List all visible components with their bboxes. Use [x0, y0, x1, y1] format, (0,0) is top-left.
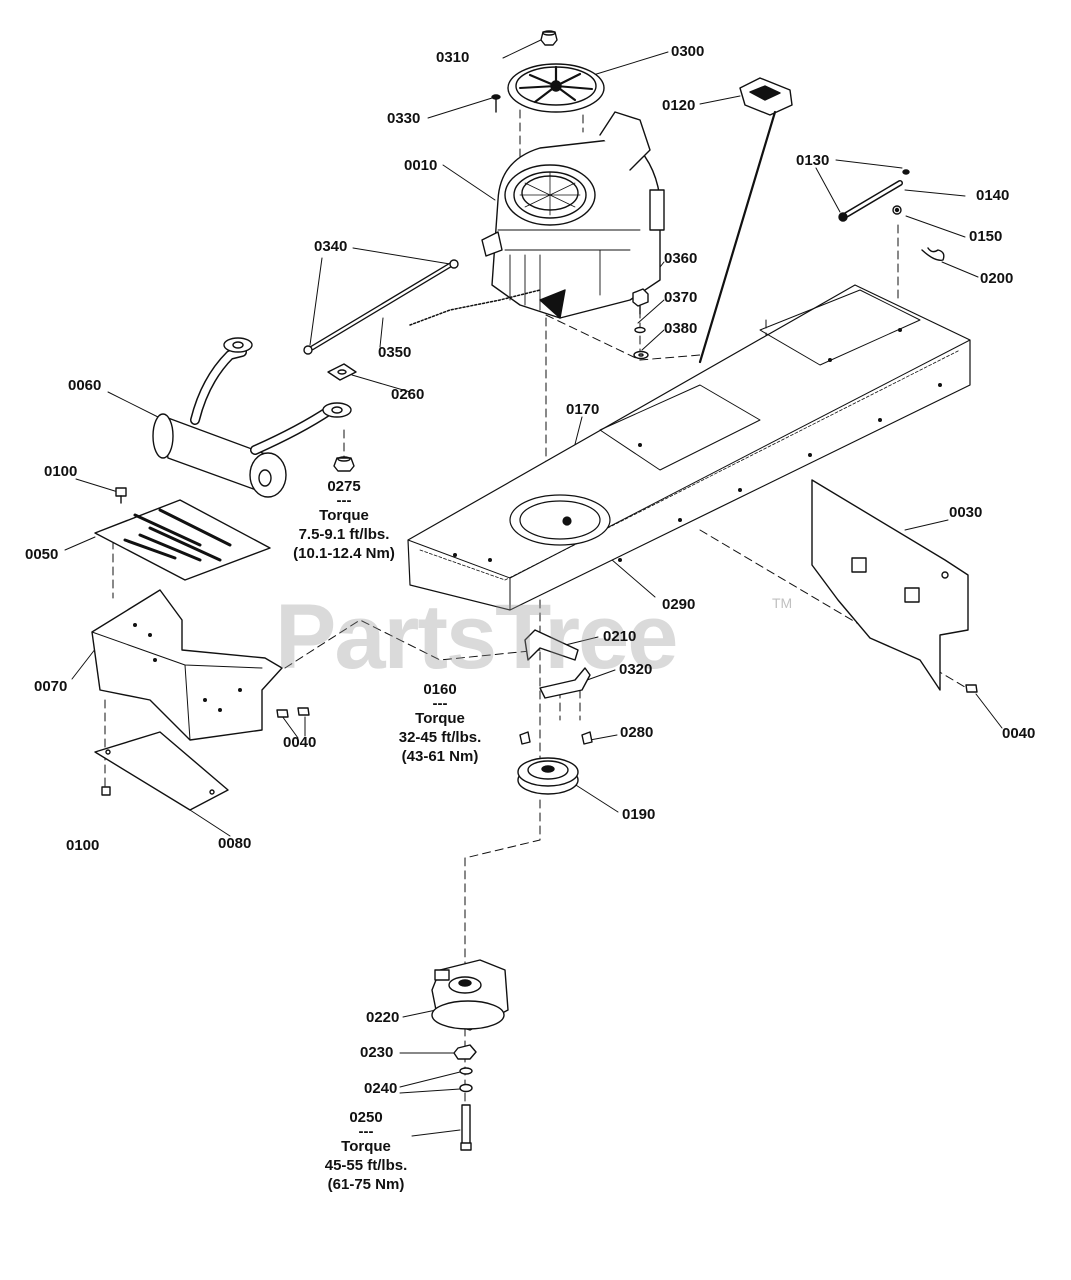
- callout-0170: 0170: [566, 401, 600, 418]
- callout-0380: 0380: [664, 320, 698, 337]
- callout-0320: 0320: [619, 661, 653, 678]
- part-0190-pulley: [517, 757, 579, 795]
- callout-0340: 0340: [314, 238, 348, 255]
- part-0370-washer: [634, 326, 646, 334]
- torque-note-0275: 0275 --- Torque 7.5-9.1 ft/lbs. (10.1-12…: [274, 477, 414, 563]
- part-0260-gasket: [327, 363, 357, 381]
- part-0320-bracket: [539, 667, 591, 699]
- callout-0370: 0370: [664, 289, 698, 306]
- part-0030-side-panel: [811, 479, 969, 691]
- part-0150-clip: [892, 205, 902, 215]
- part-0230-hex: [453, 1044, 477, 1060]
- part-0210-bracket: [524, 629, 579, 661]
- callout-0100-top: 0100: [44, 463, 78, 480]
- part-0080-plate: [94, 731, 229, 811]
- part-0040-bolt-left: [276, 707, 310, 718]
- callout-0330: 0330: [387, 110, 421, 127]
- callout-0280: 0280: [620, 724, 654, 741]
- part-0220-clutch: [431, 959, 509, 1031]
- callout-0140: 0140: [976, 187, 1010, 204]
- callout-0030: 0030: [949, 504, 983, 521]
- part-0300-fan-screen: [507, 63, 605, 113]
- part-0250-bolt: [460, 1104, 472, 1151]
- torque-note-imperial: 45-55 ft/lbs.: [324, 1157, 408, 1174]
- part-0280-bolt: [581, 731, 593, 745]
- callout-0120: 0120: [662, 97, 696, 114]
- callout-0060: 0060: [68, 377, 102, 394]
- callout-0080: 0080: [218, 835, 252, 852]
- torque-note-part: 0275: [327, 478, 361, 495]
- part-0100-screw-top: [115, 487, 127, 504]
- part-0360-bolt: [632, 288, 649, 315]
- torque-note-metric: (10.1-12.4 Nm): [293, 545, 395, 562]
- part-0275-nut: [333, 456, 355, 472]
- part-0070-bracket: [91, 589, 283, 741]
- torque-note-separator: ---: [432, 695, 448, 712]
- callout-0200: 0200: [980, 270, 1014, 287]
- torque-note-imperial: 7.5-9.1 ft/lbs.: [298, 526, 390, 543]
- part-frame: [407, 284, 971, 611]
- part-0040-bolt-right: [965, 684, 978, 693]
- callout-0220: 0220: [366, 1009, 400, 1026]
- callout-0040-right: 0040: [1002, 725, 1036, 742]
- callout-0310: 0310: [436, 49, 470, 66]
- callout-0290: 0290: [662, 596, 696, 613]
- torque-note-label: Torque: [341, 1138, 391, 1155]
- torque-note-metric: (43-61 Nm): [401, 748, 479, 765]
- callout-0100-bottom: 0100: [66, 837, 100, 854]
- part-0350-rod: [303, 259, 541, 355]
- torque-note-label: Torque: [415, 710, 465, 727]
- torque-note-0160: 0160 --- Torque 32-45 ft/lbs. (43-61 Nm): [380, 680, 500, 766]
- callout-0190: 0190: [622, 806, 656, 823]
- torque-note-label: Torque: [319, 507, 369, 524]
- torque-note-separator: ---: [336, 492, 352, 509]
- part-0200-pin: [921, 247, 945, 261]
- callout-0070: 0070: [34, 678, 68, 695]
- callout-0260: 0260: [391, 386, 425, 403]
- part-0310-nut: [540, 30, 558, 46]
- callout-0050: 0050: [25, 546, 59, 563]
- callout-0360: 0360: [664, 250, 698, 267]
- part-0330-screw: [491, 94, 501, 113]
- torque-note-part: 0250: [349, 1109, 383, 1126]
- callout-0230: 0230: [360, 1044, 394, 1061]
- torque-note-metric: (61-75 Nm): [327, 1176, 405, 1193]
- callout-0040-left: 0040: [283, 734, 317, 751]
- part-0380-washer: [633, 350, 649, 360]
- part-0100-screw-bottom: [101, 786, 111, 796]
- part-0010-engine: [481, 111, 665, 319]
- callout-0150: 0150: [969, 228, 1003, 245]
- callout-0240: 0240: [364, 1080, 398, 1097]
- callout-0350: 0350: [378, 344, 412, 361]
- torque-note-separator: ---: [358, 1123, 374, 1140]
- callout-0210: 0210: [603, 628, 637, 645]
- part-0060-muffler: [152, 337, 352, 498]
- callout-0300: 0300: [671, 43, 705, 60]
- watermark: PartsTree: [275, 586, 678, 688]
- torque-note-imperial: 32-45 ft/lbs.: [398, 729, 482, 746]
- part-0240-washers: [459, 1067, 473, 1093]
- torque-note-0250: 0250 --- Torque 45-55 ft/lbs. (61-75 Nm): [306, 1108, 426, 1194]
- part-0120-dipstick: [698, 77, 793, 364]
- callout-0130: 0130: [796, 152, 830, 169]
- part-0050-heat-shield: [94, 499, 271, 581]
- part-0160-bolt: [519, 731, 531, 745]
- callout-0010: 0010: [404, 157, 438, 174]
- part-0130-0140-rod: [838, 169, 910, 222]
- watermark-trademark: TM: [772, 595, 793, 611]
- torque-note-part: 0160: [423, 681, 457, 698]
